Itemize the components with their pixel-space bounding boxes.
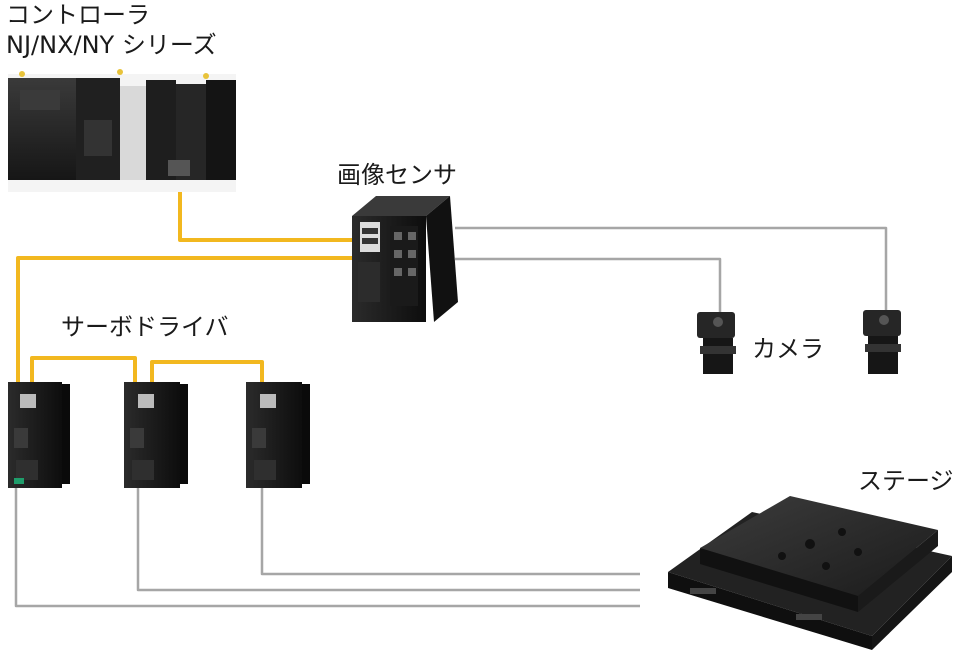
sensor-cables [14, 226, 888, 608]
cable-controller-to-sensor [178, 182, 376, 242]
stage-device [668, 496, 952, 650]
cable-sensor-to-camera1 [455, 257, 722, 318]
controller-label-line1: コントローラ [6, 1, 150, 29]
controller-label: コントローラ NJ/NX/NY シリーズ [6, 0, 217, 60]
servo-drivers-label: サーボドライバ [61, 313, 229, 341]
cable-servo1-to-stage [14, 485, 640, 608]
servo-driver-3 [246, 382, 310, 488]
camera-2 [863, 310, 901, 374]
cable-servo2-to-stage [136, 485, 640, 592]
ethercat-cables [16, 182, 376, 420]
cable-sensor-to-camera2 [455, 226, 888, 316]
image-sensor-label: 画像センサ [337, 161, 457, 189]
camera-1 [697, 312, 736, 374]
stage-label: ステージ [858, 467, 954, 495]
cable-servo3-to-stage [260, 480, 640, 576]
controller-label-line2: NJ/NX/NY シリーズ [6, 31, 217, 59]
servo-driver-2 [124, 382, 188, 488]
cameras-label: カメラ [752, 335, 824, 363]
controller-device [8, 69, 236, 192]
cable-sensor-to-servo1 [16, 256, 376, 400]
image-sensor-device [352, 196, 458, 322]
servo-driver-1 [8, 382, 70, 488]
